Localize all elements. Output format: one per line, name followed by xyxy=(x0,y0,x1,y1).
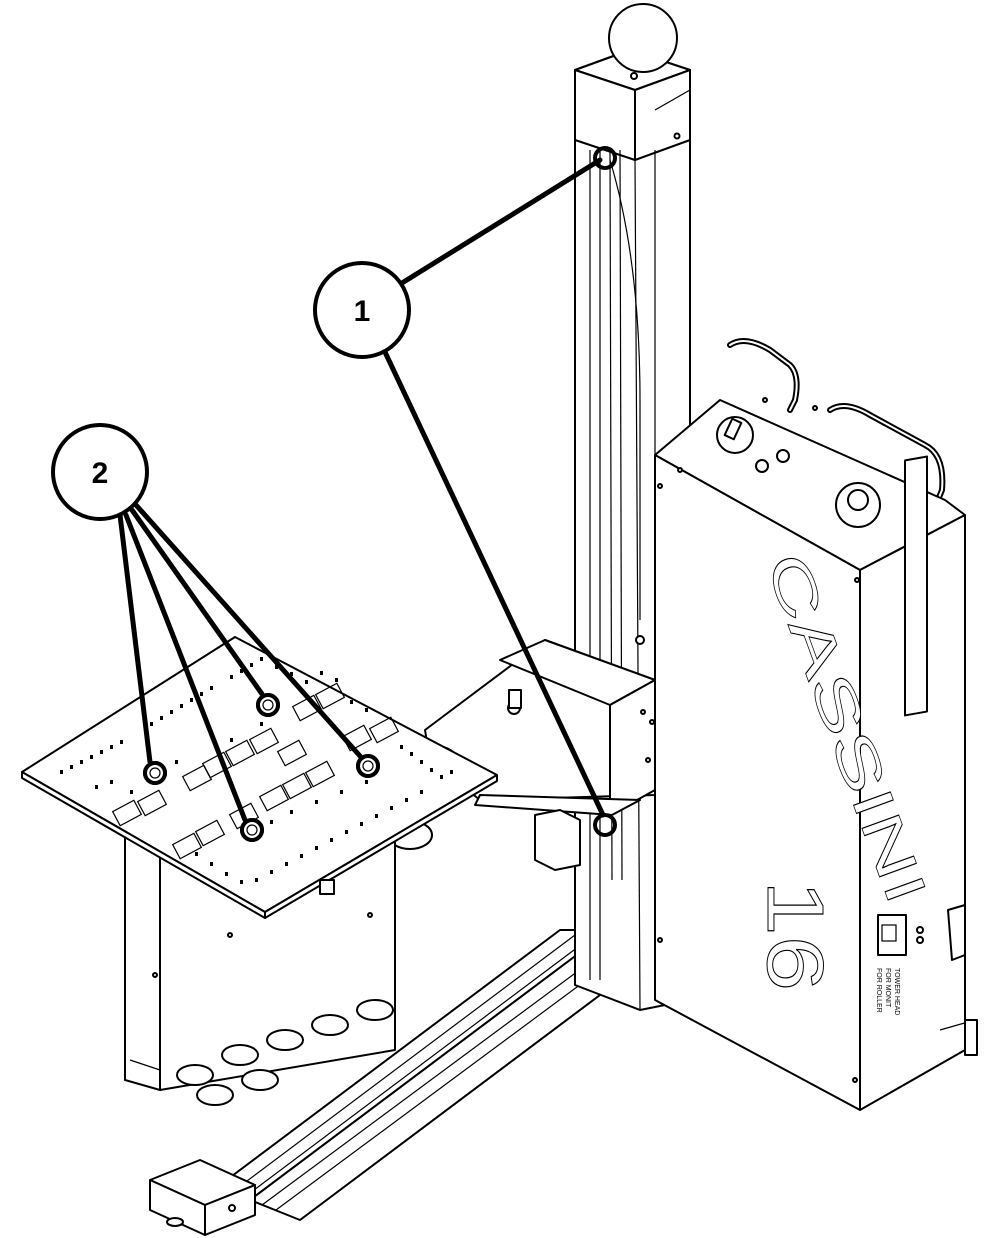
rail-end-cap xyxy=(149,1159,256,1236)
svg-text:TOWER HEAD: TOWER HEAD xyxy=(893,968,900,1015)
callout-1-target-top xyxy=(593,146,617,170)
callout-1: 1 xyxy=(313,146,617,837)
callout-2: 2 xyxy=(51,423,380,842)
sample-tray xyxy=(21,636,498,1106)
callout-1-bubble xyxy=(313,261,411,359)
tray-dots xyxy=(60,657,453,884)
model-number: 16 xyxy=(750,880,839,991)
tray-cutouts xyxy=(111,682,400,860)
cassini-housing: TOWER HEAD FOR MONIT FOR ROLLER CASSINI … xyxy=(654,397,978,1111)
callout-2-label: 2 xyxy=(92,457,109,490)
housing-side-label: TOWER HEAD FOR MONIT FOR ROLLER xyxy=(875,968,900,1015)
tower-top-ball xyxy=(608,3,678,73)
callout-1-label: 1 xyxy=(354,295,371,328)
base-rail xyxy=(149,929,661,1236)
svg-text:FOR MONIT: FOR MONIT xyxy=(884,968,891,1008)
callout-2-bubble xyxy=(51,423,149,521)
svg-text:FOR ROLLER: FOR ROLLER xyxy=(875,968,882,1013)
indicator-lamp-2 xyxy=(776,449,790,463)
handles xyxy=(727,338,946,503)
indicator-lamp-1 xyxy=(755,459,769,473)
callout-1-target-bottom xyxy=(593,813,617,837)
